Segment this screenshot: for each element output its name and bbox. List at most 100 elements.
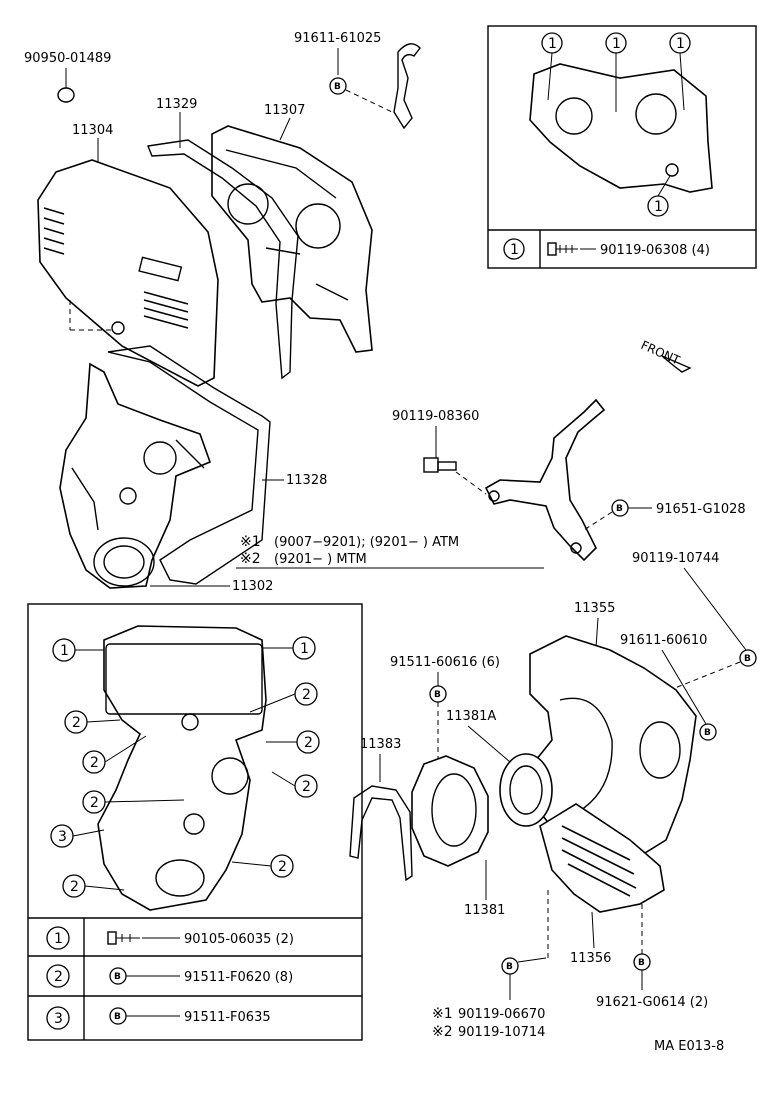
leader-11307 — [279, 117, 291, 141]
end-plate-cutout — [559, 697, 613, 813]
detail-cover-mark — [181, 713, 199, 731]
dash-91651 — [583, 511, 613, 531]
top-right-box-row-1-part: 90119-06308 (4) — [600, 243, 710, 258]
label-91611-60610: 91611-60610 — [620, 633, 707, 648]
gasket-11329 — [147, 139, 299, 380]
svg-text:B: B — [744, 654, 751, 664]
bl-callout-3-leader — [72, 829, 105, 837]
bl-callout-2-d: 2 — [82, 750, 106, 774]
label-11381: 11381 — [464, 903, 505, 918]
bl-row-2-bolt-marker: B — [109, 967, 127, 985]
label-11302: 11302 — [232, 579, 273, 594]
bl-callout-2-g: 2 — [270, 854, 294, 878]
svg-text:3: 3 — [58, 829, 67, 845]
dash-91611-61025 — [345, 89, 393, 113]
lower-cover-boss — [119, 487, 137, 505]
leader-bottom-left-bolt — [517, 957, 547, 963]
callout-1-b: 1 — [605, 32, 627, 54]
plate-ribs — [225, 149, 349, 301]
dash-10744 — [669, 661, 741, 691]
label-11307: 11307 — [264, 103, 305, 118]
bolt-marker-b-top-text: B — [334, 82, 341, 92]
note-1-text: (9007−9201); (9201− ) ATM — [274, 535, 459, 550]
bolt-marker-b-top — [329, 77, 347, 95]
svg-text:1: 1 — [300, 641, 309, 657]
cover-group-top: 90950-01489 91611-61025 B 11329 11307 11… — [24, 31, 421, 594]
oil-seal-11381a-inner — [509, 765, 543, 815]
bl-row-3: 3 — [46, 1006, 70, 1030]
svg-text:2: 2 — [304, 735, 313, 751]
svg-text:1: 1 — [676, 36, 685, 52]
bl-callout-3: 3 — [50, 824, 74, 848]
callout-1-a: 1 — [541, 32, 563, 54]
plate-hole-left — [227, 183, 269, 225]
svg-text:2: 2 — [90, 755, 99, 771]
bottom-note-2-mark: ※2 — [432, 1024, 453, 1040]
bracket-group: 90119-08360 B 91651-G1028 ※1 (9007−9201)… — [236, 398, 746, 569]
svg-text:2: 2 — [278, 859, 287, 875]
svg-text:1: 1 — [60, 643, 69, 659]
svg-text:B: B — [114, 1012, 121, 1022]
label-90950-01489: 90950-01489 — [24, 51, 111, 66]
bracket-hole-a — [488, 490, 500, 502]
svg-text:2: 2 — [54, 969, 63, 985]
label-11328: 11328 — [286, 473, 327, 488]
bl-callout-2-h-leader — [84, 885, 125, 891]
note-2-text: (9201− ) MTM — [274, 552, 367, 567]
timing-cover-no2-11304 — [37, 159, 219, 387]
bolt-90119-08360 — [423, 457, 457, 473]
dash-90119-08360 — [455, 471, 487, 495]
engine-bracket — [484, 398, 606, 562]
top-right-box-row-1: 1 — [503, 238, 525, 260]
svg-text:2: 2 — [70, 879, 79, 895]
bracket-hole-b — [570, 542, 582, 554]
diagram-code: MA E013-8 — [654, 1039, 724, 1054]
label-91651-g1028: 91651-G1028 — [656, 502, 746, 517]
detail-plate — [529, 63, 713, 193]
leader-11381a — [467, 725, 511, 763]
callout-1-c: 1 — [669, 32, 691, 54]
top-right-box-frame — [487, 25, 757, 269]
cover-bolt-hole — [111, 321, 125, 335]
bl-row-3-bolt-marker: B — [109, 1007, 127, 1025]
detail-cover-boss — [183, 813, 205, 835]
plug-90950 — [57, 87, 75, 103]
bl-row-2-part: 91511-F0620 (8) — [184, 970, 293, 985]
bolt-icon — [547, 242, 578, 256]
label-91621-g0614: 91621-G0614 (2) — [596, 995, 708, 1010]
detail-box-top-right: 1 1 1 1 1 90119-06308 ( — [487, 25, 757, 269]
label-91611-61025: 91611-61025 — [294, 31, 381, 46]
cover-label-plate — [138, 256, 183, 282]
end-plate-hole — [639, 721, 681, 779]
leader-91611-60610 — [661, 649, 707, 725]
bl-row-2: 2 — [46, 964, 70, 988]
plate-hole-right — [295, 203, 341, 249]
label-11356: 11356 — [570, 951, 611, 966]
detail-box-bottom-left: 1 1 2 2 2 2 2 — [27, 603, 363, 1041]
bolt-marker-b-60610: B — [699, 723, 717, 741]
svg-text:1: 1 — [54, 931, 63, 947]
svg-text:1: 1 — [612, 36, 621, 52]
bl-row-1-part: 90105-06035 (2) — [184, 932, 294, 947]
seal-retainer-bore — [431, 773, 477, 847]
svg-text:B: B — [704, 728, 711, 738]
bl-callout-2-h: 2 — [62, 874, 86, 898]
bl-callout-2-f-leader — [104, 799, 185, 803]
note-1-mark: ※1 — [240, 534, 261, 550]
bottom-note-2-text: 90119-10714 — [458, 1025, 545, 1040]
bl-callout-2-e-leader — [271, 771, 296, 787]
svg-text:1: 1 — [548, 36, 557, 52]
svg-text:2: 2 — [72, 715, 81, 731]
bl-callout-1-right: 1 — [292, 636, 316, 660]
timing-cover-no1-11302 — [59, 362, 212, 589]
svg-text:B: B — [114, 972, 121, 982]
svg-text:B: B — [506, 962, 513, 972]
svg-text:1: 1 — [654, 199, 663, 215]
label-91511-60616: 91511-60616 (6) — [390, 655, 500, 670]
label-11383: 11383 — [360, 737, 401, 752]
front-label: FRONT — [639, 338, 683, 368]
note-2-mark: ※2 — [240, 551, 261, 567]
lower-cover-seal-inner — [103, 545, 145, 579]
detail-cover-hole — [211, 757, 249, 795]
